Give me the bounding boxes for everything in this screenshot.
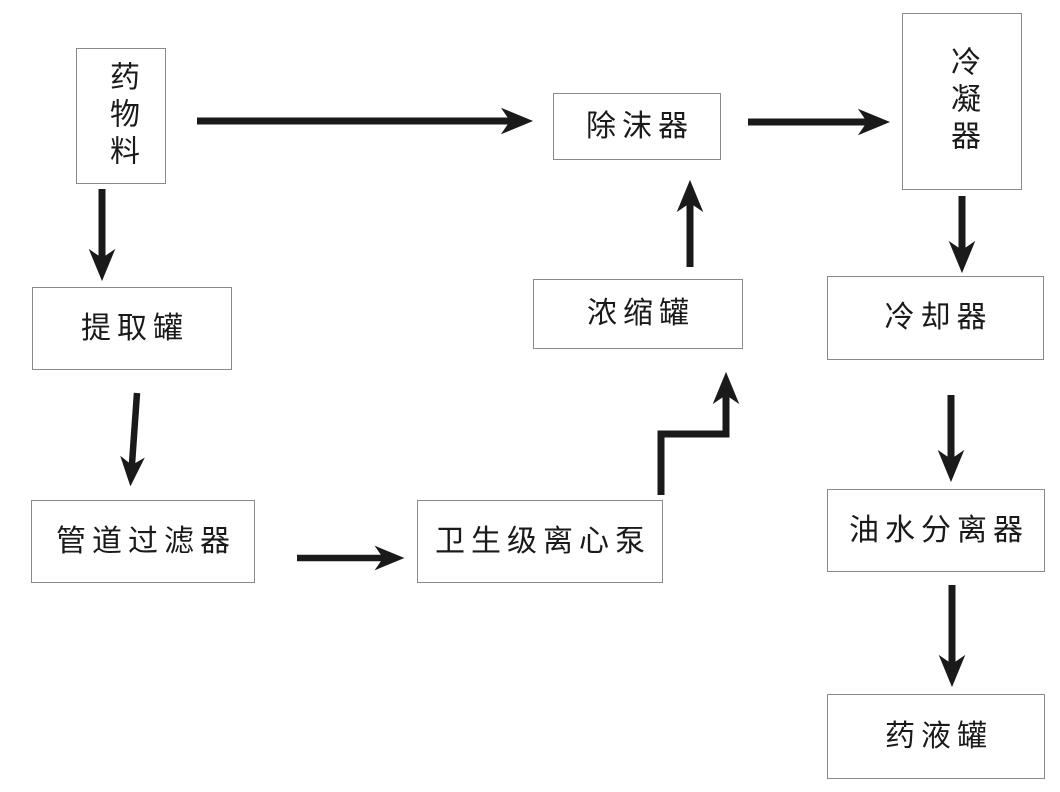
node-medicine-liquid-tank-label: 药液罐 (885, 719, 993, 753)
node-sanitary-pump-label: 卫生级离心泵 (435, 524, 651, 558)
node-pipeline-filter: 管道过滤器 (31, 500, 255, 583)
node-pipeline-filter-label: 管道过滤器 (56, 524, 236, 558)
node-oil-water-separator: 油水分离器 (827, 489, 1045, 572)
node-extraction-tank-label: 提取罐 (81, 311, 189, 345)
node-concentration-tank: 浓缩罐 (533, 279, 743, 349)
node-medicine-liquid-tank: 药液罐 (827, 694, 1045, 779)
node-condenser: 冷凝器 (902, 13, 1022, 190)
node-concentration-tank-label: 浓缩罐 (587, 297, 695, 330)
node-demister-label: 除沫器 (586, 109, 694, 143)
node-drug-material-label: 药物料 (105, 60, 138, 172)
arrow-sanitary-pump-to-concentration-tank (657, 371, 740, 495)
node-drug-material: 药物料 (76, 48, 166, 184)
node-cooler: 冷却器 (827, 276, 1044, 360)
arrow-extraction-tank-to-pipeline-filter (120, 392, 145, 487)
node-extraction-tank: 提取罐 (32, 287, 232, 370)
node-demister: 除沫器 (553, 93, 721, 160)
node-sanitary-pump: 卫生级离心泵 (417, 500, 663, 583)
node-cooler-label: 冷却器 (884, 301, 993, 334)
node-condenser-label: 冷凝器 (946, 46, 979, 157)
node-oil-water-separator-label: 油水分离器 (849, 513, 1029, 547)
